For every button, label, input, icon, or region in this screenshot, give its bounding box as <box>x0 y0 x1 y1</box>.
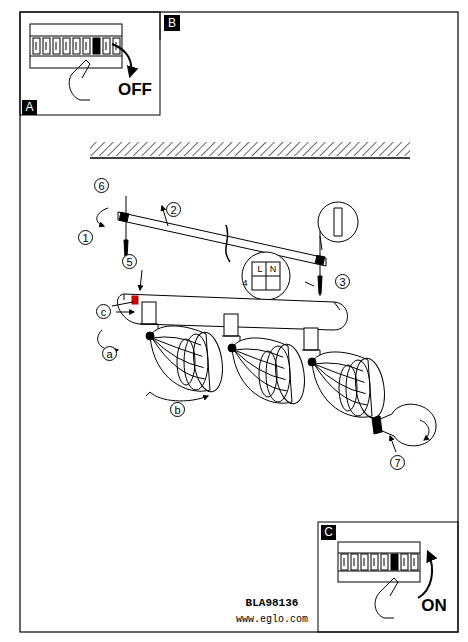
model-number: BLA98136 <box>230 596 314 610</box>
callout-letter: b <box>170 402 185 417</box>
callout-number: 7 <box>390 455 405 470</box>
switch-state: ON <box>416 596 452 616</box>
panel-letter: B <box>164 15 180 31</box>
website: www.eglo.com <box>225 613 319 627</box>
callout-letter: a <box>102 346 117 361</box>
terminal-label: N <box>268 264 278 275</box>
callout-number: 2 <box>166 202 181 217</box>
callout-number: 1 <box>78 230 93 245</box>
panel-letter: A <box>22 100 37 115</box>
callout-number: 4 <box>240 278 250 289</box>
switch-state: OFF <box>112 80 158 100</box>
callout-number: 3 <box>335 274 350 289</box>
callout-letter: c <box>96 304 111 319</box>
terminal-label: L <box>255 264 265 275</box>
callout-number: 5 <box>122 254 137 269</box>
callout-number: 6 <box>94 178 109 193</box>
panel-letter: C <box>321 525 336 540</box>
